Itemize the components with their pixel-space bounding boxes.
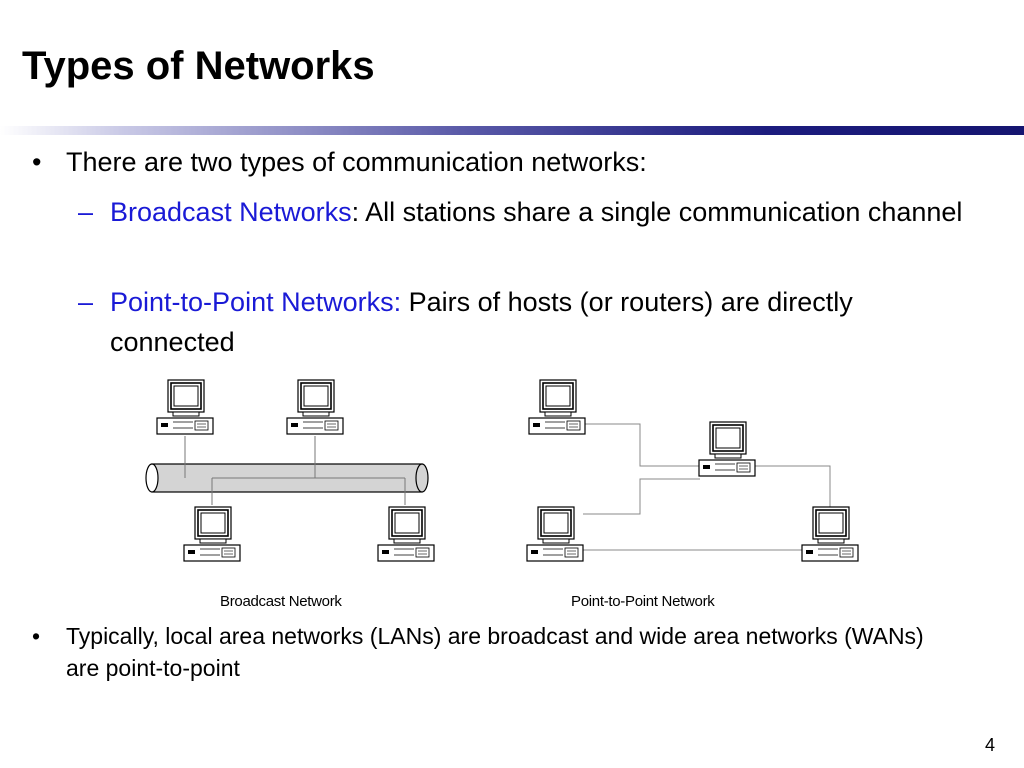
computer-icon [698, 421, 756, 477]
sub-bullet-dash: – [78, 197, 94, 227]
bullet-1-text: There are two types of communication net… [66, 147, 647, 177]
computer-icon [801, 506, 859, 562]
sub-bullet-point-to-point: Point-to-Point Networks: Pairs of hosts … [110, 282, 970, 362]
point-to-point-network-diagram [526, 379, 859, 562]
page-number: 4 [985, 735, 996, 755]
point-to-point-links [583, 423, 831, 551]
broadcast-term: Broadcast Networks [110, 197, 352, 227]
computer-icon [286, 379, 344, 435]
computer-icon [183, 506, 241, 562]
broadcast-network-diagram [145, 379, 435, 562]
sub-bullet-broadcast: Broadcast Networks: All stations share a… [110, 192, 970, 232]
point-to-point-caption: Point-to-Point Network [571, 593, 715, 610]
computer-icon [156, 379, 214, 435]
slide-title: Types of Networks [22, 44, 375, 88]
computer-icon [377, 506, 435, 562]
p2p-desc: Pairs of hosts (or routers) are directly… [110, 287, 853, 357]
bus-connections [184, 436, 406, 505]
bullet-2-text: Typically, local area networks (LANs) ar… [66, 623, 924, 681]
bullet-marker: • [32, 623, 41, 649]
computer-icon [526, 506, 584, 562]
broadcast-caption: Broadcast Network [220, 593, 342, 610]
sub-bullet-dash: – [78, 287, 94, 317]
computer-icon [528, 379, 586, 435]
broadcast-desc: : All stations share a single communicat… [351, 197, 963, 227]
p2p-term: Point-to-Point Networks: [110, 287, 402, 317]
bullet-marker: • [32, 147, 42, 177]
title-divider [0, 126, 1024, 135]
